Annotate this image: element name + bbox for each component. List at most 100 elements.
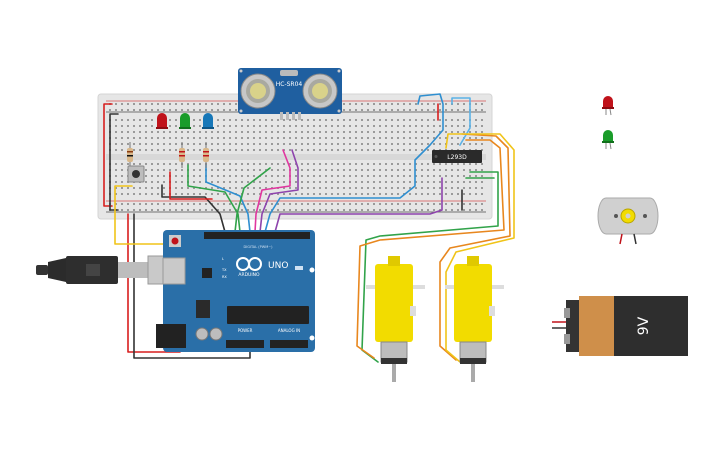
breadboard-hole <box>349 193 351 195</box>
breadboard-hole <box>289 193 291 195</box>
breadboard-hole <box>229 103 231 105</box>
breadboard-hole <box>157 103 159 105</box>
breadboard-hole <box>331 203 333 205</box>
breadboard-hole <box>427 149 429 151</box>
breadboard-hole <box>385 103 387 105</box>
reset-button[interactable] <box>169 235 181 247</box>
breadboard-hole <box>397 143 399 145</box>
breadboard-hole <box>343 143 345 145</box>
breadboard-hole <box>385 125 387 127</box>
breadboard-hole <box>367 163 369 165</box>
breadboard-hole <box>271 181 273 183</box>
breadboard-hole <box>349 203 351 205</box>
breadboard-hole <box>445 137 447 139</box>
transducer-left <box>240 73 276 109</box>
breadboard-hole <box>445 119 447 121</box>
breadboard-hole <box>397 187 399 189</box>
breadboard-hole <box>403 187 405 189</box>
breadboard-hole <box>175 137 177 139</box>
breadboard-hole <box>277 119 279 121</box>
breadboard-hole <box>169 143 171 145</box>
breadboard-hole <box>217 209 219 211</box>
sensor-model-label: HC-SR04 <box>276 81 303 88</box>
breadboard-hole <box>427 175 429 177</box>
breadboard-hole <box>127 125 129 127</box>
breadboard-hole <box>295 181 297 183</box>
breadboard-hole <box>127 209 129 211</box>
breadboard-hole <box>193 193 195 195</box>
breadboard-hole <box>397 119 399 121</box>
breadboard-hole <box>397 181 399 183</box>
breadboard-hole <box>367 203 369 205</box>
breadboard-hole <box>457 193 459 195</box>
breadboard-hole <box>469 203 471 205</box>
breadboard-hole <box>199 209 201 211</box>
breadboard-hole <box>181 193 183 195</box>
breadboard-hole <box>469 181 471 183</box>
breadboard-hole <box>325 143 327 145</box>
breadboard-hole <box>205 187 207 189</box>
breadboard-hole <box>439 169 441 171</box>
breadboard-hole <box>283 181 285 183</box>
breadboard-hole <box>265 175 267 177</box>
wire-blue-led <box>205 164 251 233</box>
breadboard-hole <box>415 163 417 165</box>
breadboard-hole <box>271 119 273 121</box>
breadboard-hole <box>259 137 261 139</box>
breadboard-hole <box>475 119 477 121</box>
breadboard-hole <box>199 149 201 151</box>
breadboard-hole <box>121 163 123 165</box>
breadboard-hole <box>463 125 465 127</box>
breadboard-hole <box>457 109 459 111</box>
push-button[interactable] <box>127 165 145 183</box>
breadboard-hole <box>283 209 285 211</box>
breadboard-hole <box>235 143 237 145</box>
breadboard-hole <box>217 163 219 165</box>
breadboard-hole <box>241 131 243 133</box>
breadboard-hole <box>283 137 285 139</box>
breadboard-hole <box>367 125 369 127</box>
breadboard-hole <box>229 169 231 171</box>
breadboard-hole <box>355 175 357 177</box>
breadboard-hole <box>343 131 345 133</box>
breadboard-hole <box>217 103 219 105</box>
breadboard-hole <box>223 109 225 111</box>
breadboard-hole <box>367 103 369 105</box>
breadboard-hole <box>481 143 483 145</box>
breadboard-hole <box>403 203 405 205</box>
breadboard-hole <box>409 103 411 105</box>
breadboard-hole <box>193 103 195 105</box>
breadboard-hole <box>475 181 477 183</box>
breadboard-hole <box>193 125 195 127</box>
breadboard-hole <box>457 209 459 211</box>
breadboard-hole <box>391 209 393 211</box>
breadboard-hole <box>433 163 435 165</box>
breadboard-hole <box>331 119 333 121</box>
breadboard-hole <box>145 109 147 111</box>
breadboard-hole <box>361 181 363 183</box>
breadboard-hole <box>325 181 327 183</box>
breadboard-hole <box>355 125 357 127</box>
breadboard-hole <box>205 137 207 139</box>
breadboard-hole <box>451 175 453 177</box>
breadboard-hole <box>271 143 273 145</box>
breadboard-hole <box>301 131 303 133</box>
breadboard-hole <box>115 193 117 195</box>
breadboard-hole <box>391 169 393 171</box>
breadboard-hole <box>463 131 465 133</box>
breadboard-hole <box>409 203 411 205</box>
breadboard-hole <box>163 193 165 195</box>
breadboard-hole <box>355 137 357 139</box>
breadboard-hole <box>373 193 375 195</box>
breadboard-hole <box>283 169 285 171</box>
breadboard-hole <box>475 187 477 189</box>
wire-black-left <box>109 113 119 211</box>
breadboard-hole <box>397 209 399 211</box>
breadboard-hole <box>259 163 261 165</box>
breadboard-hole <box>421 119 423 121</box>
breadboard-hole <box>391 143 393 145</box>
breadboard-hole <box>133 203 135 205</box>
breadboard-hole <box>337 175 339 177</box>
breadboard-hole <box>343 125 345 127</box>
breadboard-hole <box>193 131 195 133</box>
